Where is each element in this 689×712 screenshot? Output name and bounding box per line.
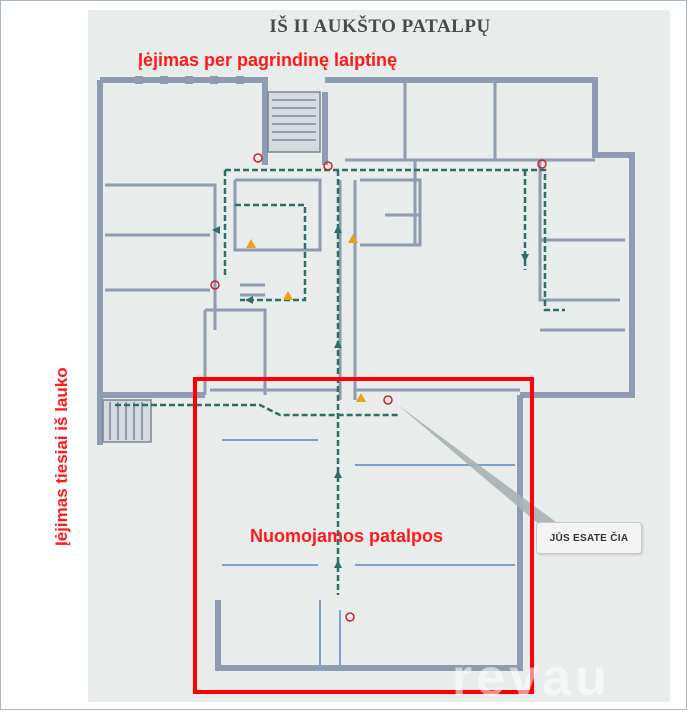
watermark-logo: revau — [452, 649, 611, 707]
stairwell-main — [267, 91, 321, 153]
you-are-here-pointer — [398, 405, 560, 532]
building-walls — [97, 77, 635, 671]
windows — [135, 76, 244, 84]
rental-premises-label: Nuomojamos patalpos — [250, 526, 444, 546]
plan-title: IŠ II AUKŠTO PATALPŲ — [269, 16, 491, 37]
entrance-outside-label: Įėjimas tiesiai iš lauko — [52, 367, 71, 546]
floor-plan-photo — [88, 10, 670, 702]
plan-symbols — [210, 153, 547, 622]
interior-walls — [105, 82, 625, 400]
entrance-main-stairs-label: Įėjimas per pagrindinę laiptinę — [138, 50, 398, 70]
evacuation-routes — [115, 168, 565, 595]
route-arrows — [212, 225, 529, 568]
rental-area-highlight — [193, 377, 534, 694]
rental-area-partitions — [222, 439, 515, 668]
you-are-here-badge: JŪS ESATE ČIA — [536, 522, 642, 554]
stairwell-outside — [102, 399, 152, 443]
